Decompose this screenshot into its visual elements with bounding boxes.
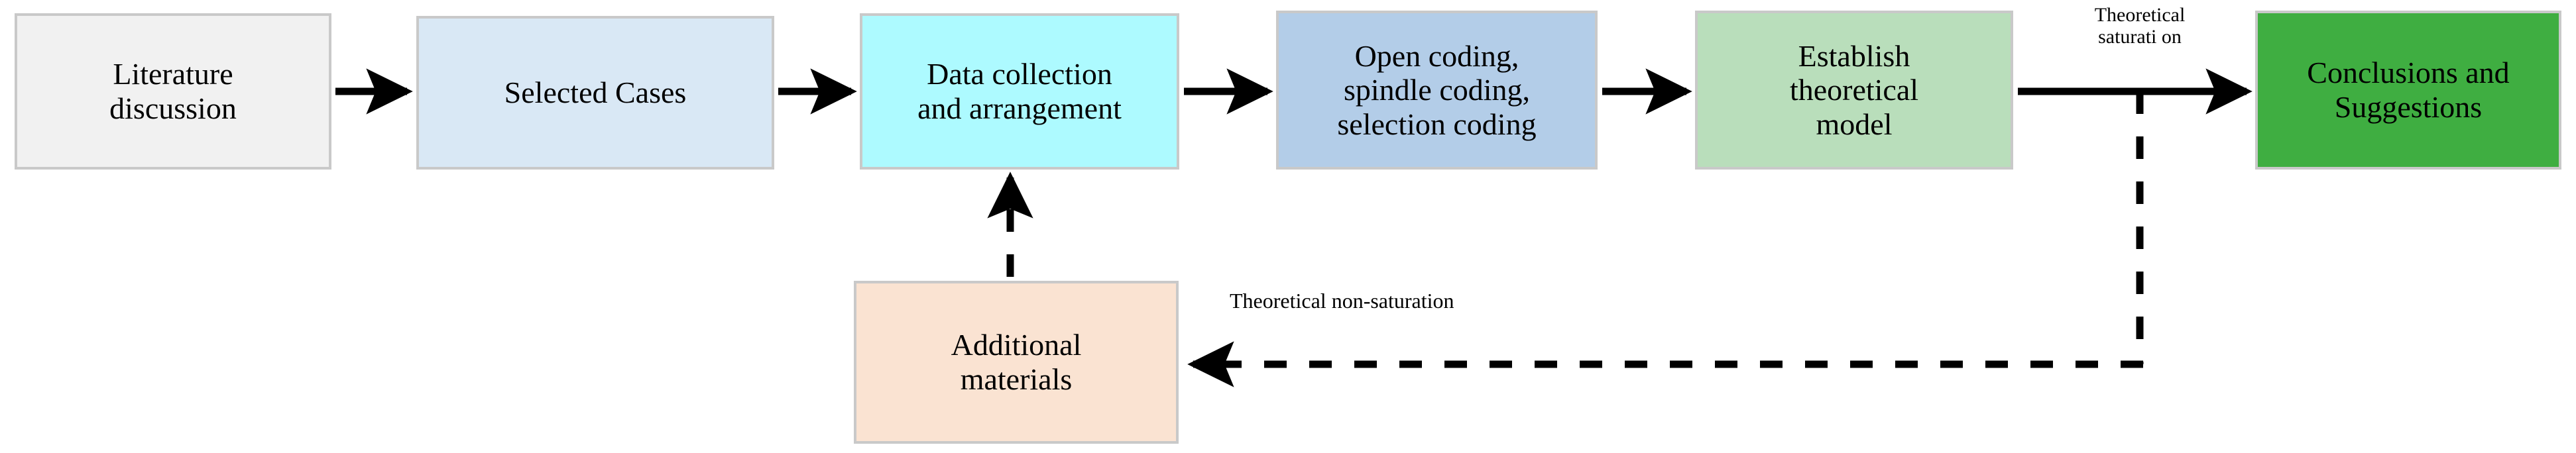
node-establish-theoretical-model-label: Establish theoretical model [1789,38,1919,141]
node-additional-materials[interactable]: Additional materials [854,281,1179,444]
edge-label-theoretical-saturation: Theoretical saturati on [2094,4,2186,48]
node-data-collection-and-arrangement[interactable]: Data collection and arrangement [860,13,1179,170]
node-additional-materials-label: Additional materials [951,328,1082,396]
node-literature-discussion-label: Literature discussion [109,57,237,125]
node-coding-label: Open coding, spindle coding, selection c… [1337,38,1537,141]
node-literature-discussion[interactable]: Literature discussion [15,13,331,170]
node-selected-cases[interactable]: Selected Cases [416,16,774,170]
node-coding[interactable]: Open coding, spindle coding, selection c… [1276,11,1598,170]
edge-label-theoretical-non-saturation: Theoretical non-saturation [1230,289,1454,313]
node-data-collection-and-arrangement-label: Data collection and arrangement [917,57,1122,125]
node-conclusions-and-suggestions-label: Conclusions and Suggestions [2307,56,2510,124]
node-selected-cases-label: Selected Cases [504,76,687,110]
node-conclusions-and-suggestions[interactable]: Conclusions and Suggestions [2255,11,2561,170]
node-establish-theoretical-model[interactable]: Establish theoretical model [1695,11,2013,170]
